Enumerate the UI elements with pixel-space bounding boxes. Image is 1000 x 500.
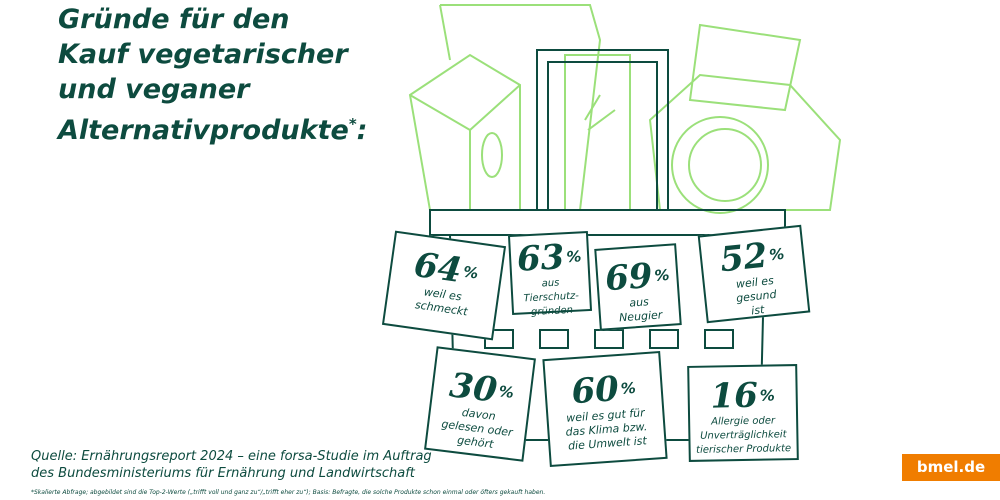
infographic-title: Gründe für den Kauf vegetarischer und ve…	[58, 4, 368, 146]
footnote: *Skalierte Abfrage; abgebildet sind die …	[31, 489, 546, 496]
stat-note-allergy: 16% Allergie oder Unverträglichkeit tier…	[687, 364, 799, 462]
stat-note-heard-read: 30% davon gelesen oder gehört	[424, 346, 536, 462]
products-outline	[408, 4, 842, 214]
source-citation: Quelle: Ernährungsreport 2024 – eine for…	[31, 449, 432, 481]
bmel-logo-badge[interactable]: bmel.de	[902, 454, 1000, 481]
stat-note-animal-welfare: 63% aus Tierschutz-gründen	[507, 230, 593, 318]
stat-note-health: 52% weil es gesund ist	[697, 224, 811, 324]
stat-note-taste: 64% weil es schmeckt	[381, 230, 507, 341]
stat-note-curiosity: 69% aus Neugier	[594, 243, 682, 331]
stat-note-climate: 60% weil es gut für das Klima bzw. die U…	[542, 351, 668, 467]
